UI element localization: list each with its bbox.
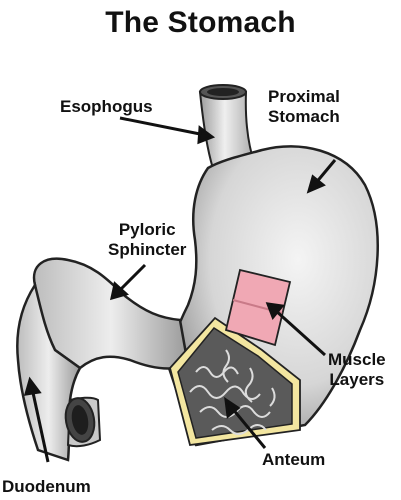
- label-proximal-line1: Proximal: [268, 87, 340, 107]
- label-muscle-line1: Muscle: [328, 350, 386, 370]
- label-esophogus: Esophogus: [60, 97, 153, 117]
- label-anteum: Anteum: [262, 450, 325, 470]
- label-muscle-line2: Layers: [328, 370, 386, 390]
- label-duodenum: Duodenum: [2, 477, 91, 497]
- label-proximal-line2: Stomach: [268, 107, 340, 127]
- label-muscle-layers: Muscle Layers: [328, 350, 386, 390]
- label-proximal-stomach: Proximal Stomach: [268, 87, 340, 127]
- label-pyloric-sphincter: Pyloric Sphincter: [108, 220, 186, 260]
- label-pyloric-line1: Pyloric: [108, 220, 186, 240]
- label-pyloric-line2: Sphincter: [108, 240, 186, 260]
